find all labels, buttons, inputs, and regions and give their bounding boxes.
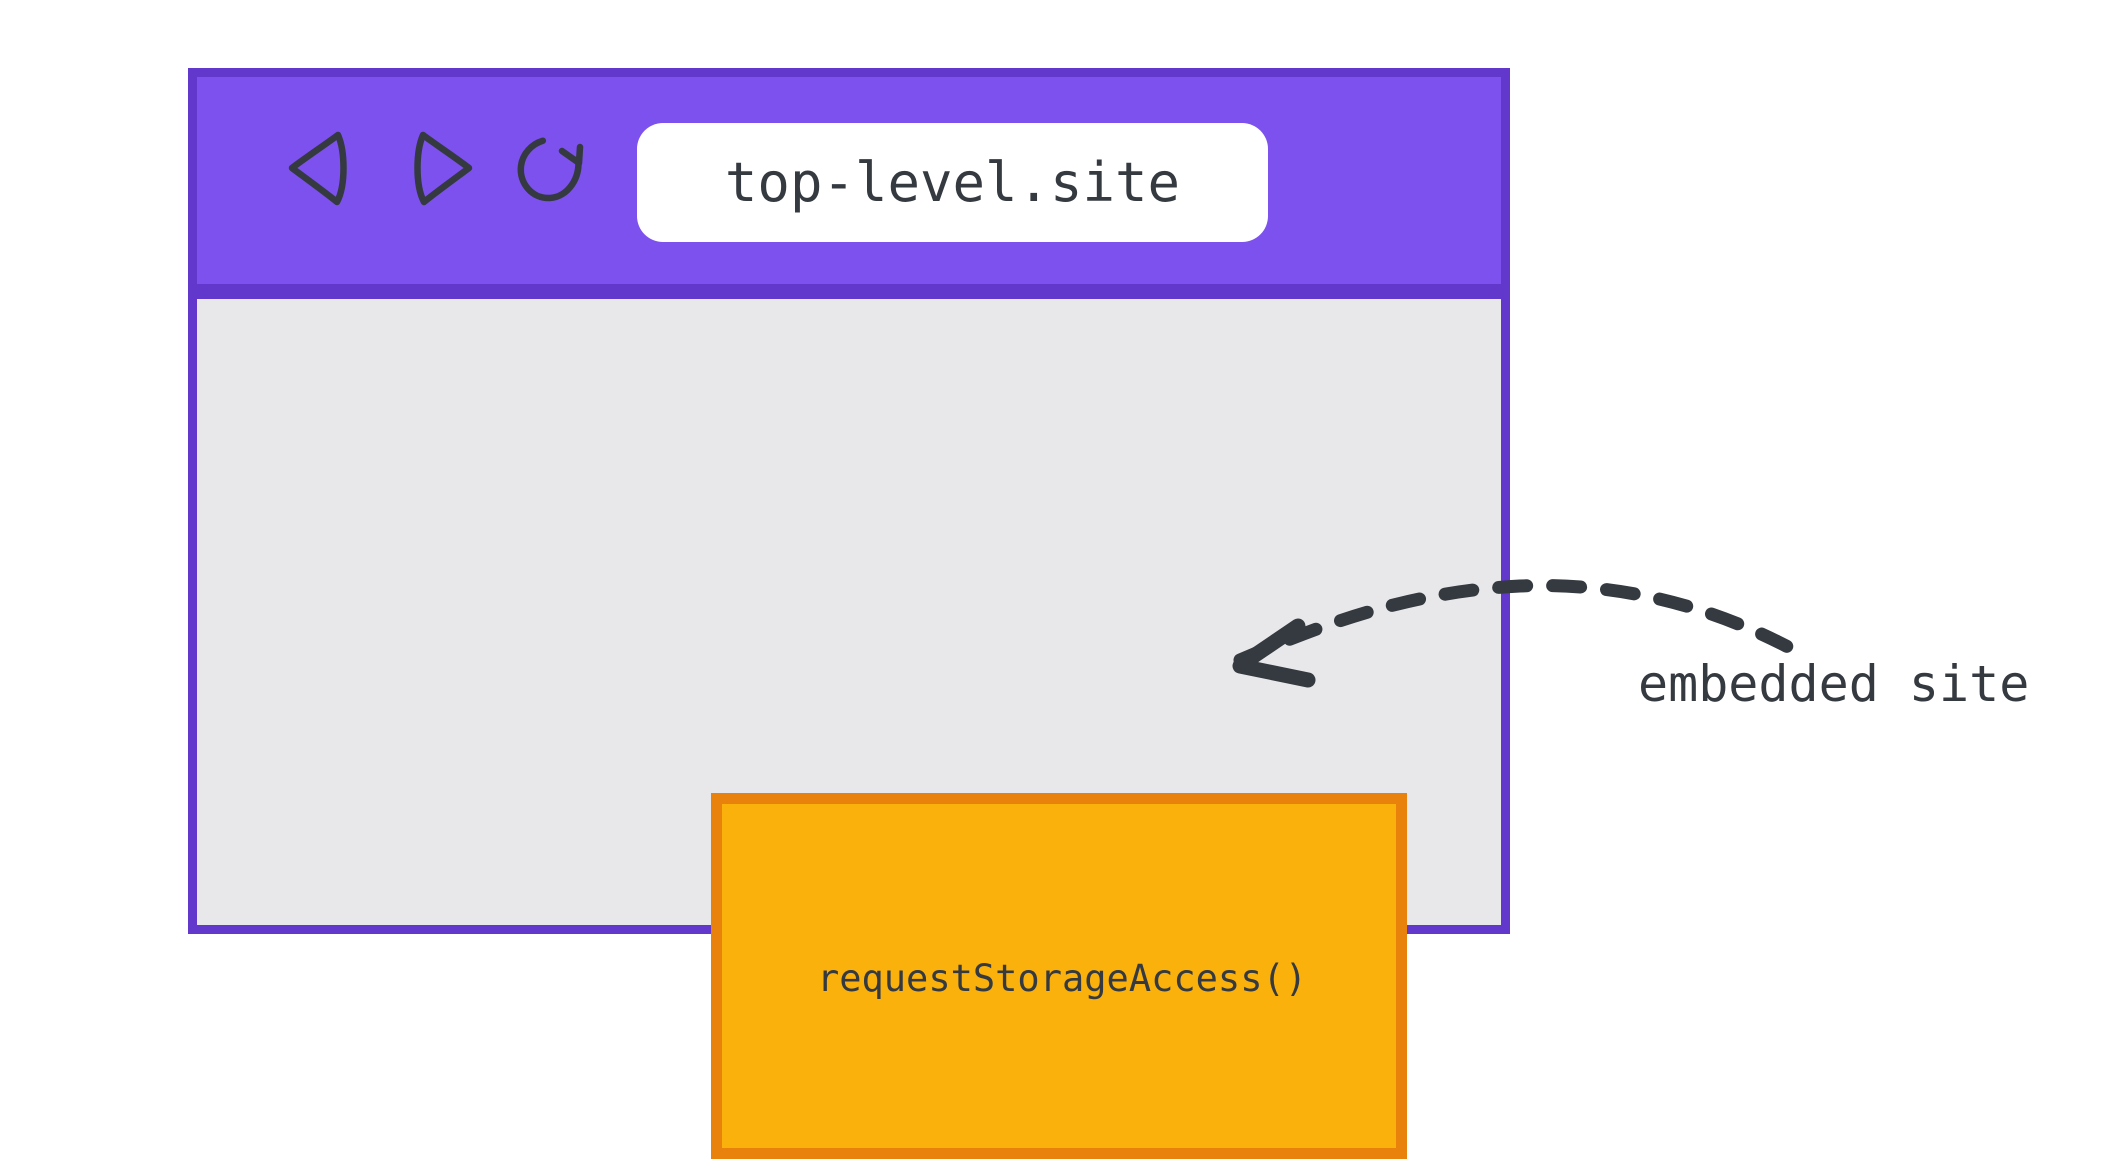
url-text: top-level.site [724, 151, 1181, 214]
forward-triangle-icon [414, 131, 473, 206]
diagram-canvas: top-level.site requestStorageAccess() em… [188, 68, 2030, 1159]
back-triangle-icon [288, 131, 347, 206]
embedded-site-callout-label: embedded site [1638, 655, 2030, 713]
browser-window: top-level.site requestStorageAccess() [188, 68, 1510, 1159]
browser-toolbar: top-level.site [188, 68, 1510, 293]
callout-arrow [1232, 579, 1797, 688]
forward-button[interactable] [395, 125, 481, 211]
embedded-iframe[interactable]: requestStorageAccess() [717, 798, 1407, 1159]
back-button[interactable] [280, 125, 366, 211]
refresh-circle-icon [517, 136, 584, 202]
url-bar[interactable]: top-level.site [637, 123, 1268, 242]
browser-nav-controls [280, 125, 596, 211]
request-storage-access-label: requestStorageAccess() [816, 957, 1308, 1000]
reload-button[interactable] [510, 125, 596, 211]
